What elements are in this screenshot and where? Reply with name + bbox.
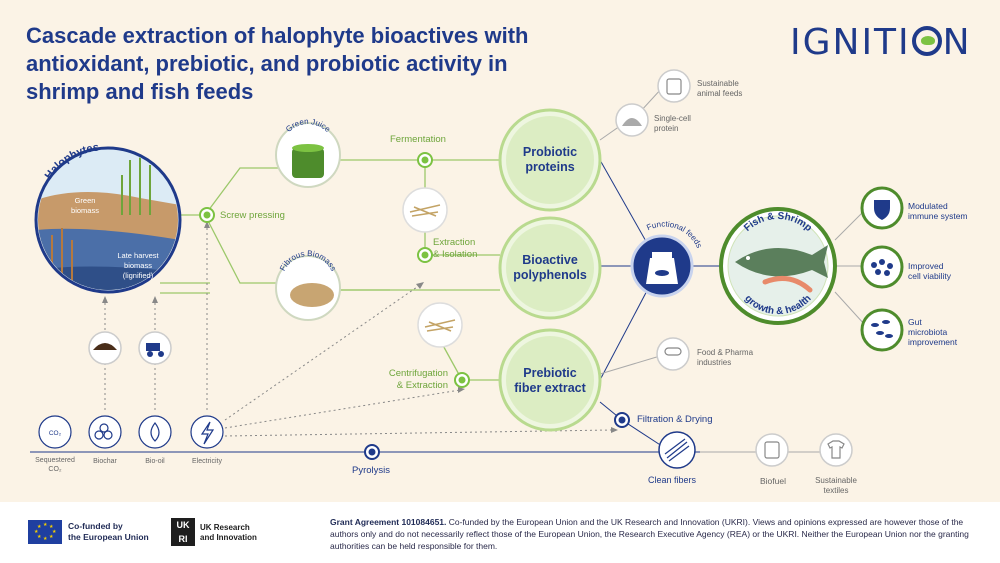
ukri-logo-icon: UK RI bbox=[171, 518, 195, 546]
green-juice-node bbox=[275, 122, 341, 188]
probiotic-proteins-label: Probiotic proteins bbox=[522, 145, 578, 174]
grey-output-circles bbox=[615, 69, 853, 469]
textiles-label: Sustainable textiles bbox=[815, 476, 857, 495]
food-pharma-label: Food & Pharma industries bbox=[697, 348, 754, 367]
fiber-strands-node-1 bbox=[402, 187, 448, 233]
logo-text-start: IGNITI bbox=[790, 22, 911, 63]
fish-logo-icon bbox=[911, 26, 942, 56]
eu-flag-icon: ★★★★★★★★ bbox=[28, 520, 62, 544]
page-title: Cascade extraction of halophyte bioactiv… bbox=[26, 23, 529, 104]
single-cell-protein-label: Single-cell protein bbox=[654, 114, 691, 133]
functional-feeds-node bbox=[630, 234, 694, 298]
biooil-label: Bio-oil bbox=[145, 458, 165, 465]
biofuel-label: Biofuel bbox=[760, 476, 786, 486]
fiber-strands-node-2 bbox=[417, 302, 463, 348]
electricity-label: Electricity bbox=[192, 458, 222, 465]
dashed-connectors bbox=[104, 226, 613, 437]
biochar-label: Biochar bbox=[93, 458, 117, 465]
gut-microbiota-label: Gut microbiota improvement bbox=[908, 317, 958, 347]
footer bbox=[0, 502, 1000, 563]
green-biomass-label: Green biomass bbox=[71, 196, 99, 215]
logo-text-end: N bbox=[942, 22, 972, 63]
dashed-arrowheads bbox=[102, 221, 618, 433]
co2-label: Sequestered CO₂ bbox=[35, 457, 75, 473]
prebiotic-fiber-label: Prebiotic fiber extract bbox=[514, 366, 586, 395]
pyrolysis-label: Pyrolysis bbox=[352, 465, 391, 476]
product-circles bbox=[498, 108, 602, 432]
cell-viability-label: Improved cell viability bbox=[908, 261, 951, 281]
grant-agreement-number: Grant Agreement 101084651. bbox=[330, 517, 447, 527]
halophyte-circle bbox=[34, 146, 182, 294]
benefit-circles bbox=[860, 186, 904, 352]
co2-icon-text: CO₂ bbox=[49, 430, 62, 437]
sustainable-feeds-label: Sustainable animal feeds bbox=[697, 79, 743, 98]
grant-disclaimer: Grant Agreement 101084651. Co-funded by … bbox=[330, 516, 980, 552]
byproduct-circles bbox=[38, 331, 224, 449]
clean-fibers-label: Clean fibers bbox=[648, 475, 697, 485]
extraction-isolation-label: Extraction & Isolation bbox=[433, 237, 478, 260]
screw-pressing-label: Screw pressing bbox=[220, 210, 285, 221]
bioactive-polyphenols-label: Bioactive polyphenols bbox=[513, 253, 587, 282]
centrifugation-label: Centrifugation & Extraction bbox=[388, 368, 448, 391]
late-harvest-label: Late harvest biomass (lignified) bbox=[117, 251, 159, 280]
process-dots bbox=[199, 152, 630, 460]
filtration-drying-label: Filtration & Drying bbox=[637, 414, 713, 425]
fibrous-biomass-node bbox=[275, 255, 341, 321]
immune-label: Modulated immune system bbox=[908, 201, 968, 221]
fish-shrimp-circle bbox=[719, 207, 837, 325]
grant-disclaimer-text: Co-funded by the European Union and the … bbox=[330, 517, 969, 551]
ukri-label: UK Research and Innovation bbox=[200, 523, 257, 542]
fermentation-label: Fermentation bbox=[390, 134, 446, 145]
ignition-logo: IGNITI N bbox=[790, 22, 972, 63]
eu-cofunded-label: Co-funded by the European Union bbox=[68, 521, 149, 542]
